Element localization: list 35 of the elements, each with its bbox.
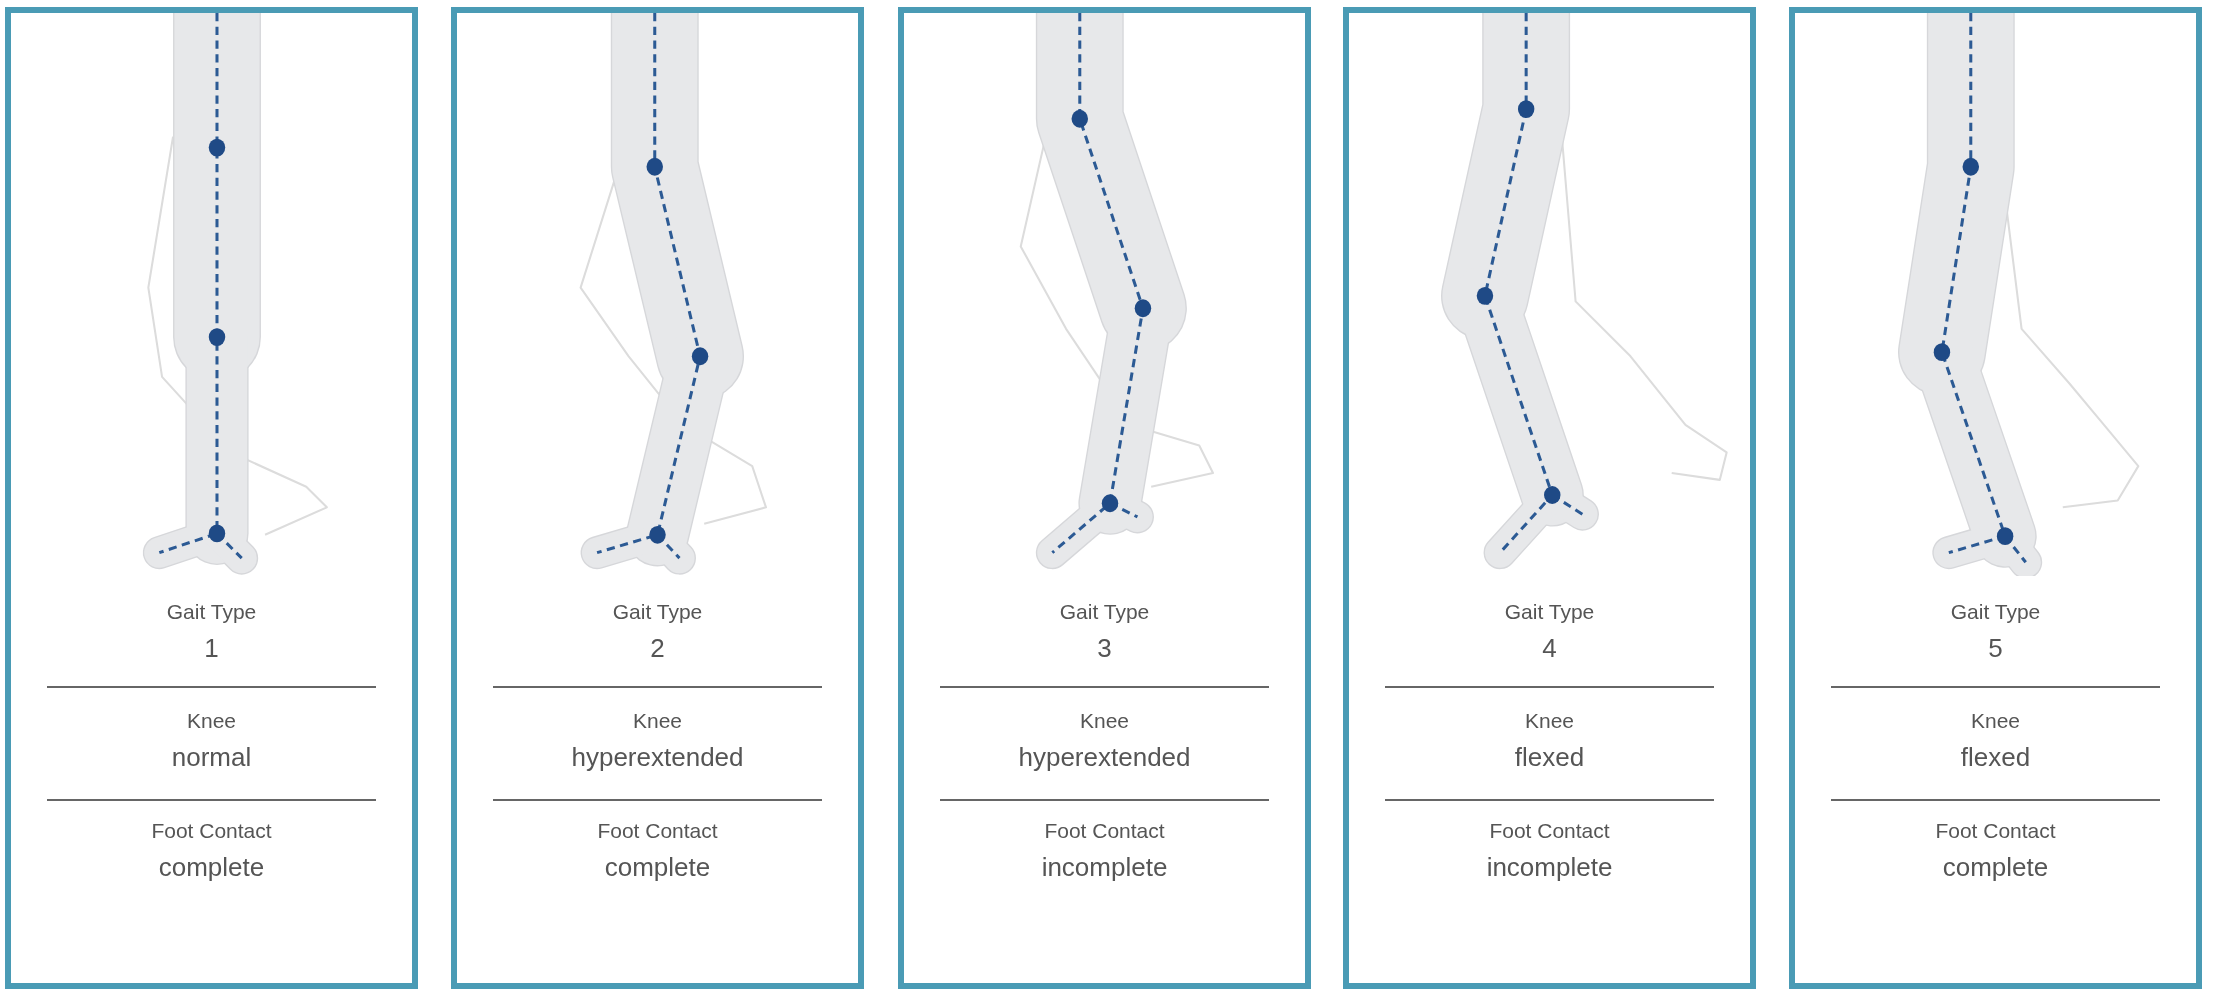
knee-label: Knee [186, 709, 236, 734]
knee-label: Knee [632, 709, 682, 734]
knee-label: Knee [1524, 709, 1574, 734]
knee-label: Knee [1079, 709, 1129, 734]
knee-value: normal [171, 742, 252, 774]
foot-contact-value: complete [158, 852, 265, 884]
gait-type-label: Gait Type [166, 599, 257, 624]
gait-card [5, 7, 418, 989]
gait-card [898, 7, 1311, 989]
gait-type-label: Gait Type [1950, 599, 2041, 624]
gait-card [1343, 7, 1756, 989]
gait-card [1789, 7, 2202, 989]
knee-label: Knee [1970, 709, 2020, 734]
gait-type-label: Gait Type [1059, 599, 1150, 624]
gait-type-number: 3 [1097, 632, 1112, 664]
foot-contact-label: Foot Contact [597, 819, 718, 844]
gait-type-number: 2 [650, 632, 665, 664]
foot-contact-label: Foot Contact [1489, 819, 1610, 844]
foot-contact-value: incomplete [1486, 852, 1613, 884]
gait-card [451, 7, 864, 989]
foot-contact-value: complete [604, 852, 711, 884]
foot-contact-label: Foot Contact [1935, 819, 2056, 844]
gait-type-number: 5 [1988, 632, 2003, 664]
knee-value: hyperextended [1018, 742, 1191, 774]
foot-contact-value: complete [1942, 852, 2049, 884]
gait-type-label: Gait Type [612, 599, 703, 624]
foot-contact-label: Foot Contact [151, 819, 272, 844]
gait-type-number: 1 [204, 632, 219, 664]
foot-contact-value: incomplete [1041, 852, 1168, 884]
knee-value: hyperextended [571, 742, 744, 774]
foot-contact-label: Foot Contact [1044, 819, 1165, 844]
gait-type-number: 4 [1542, 632, 1557, 664]
knee-value: flexed [1514, 742, 1585, 774]
gait-type-label: Gait Type [1504, 599, 1595, 624]
knee-value: flexed [1960, 742, 2031, 774]
